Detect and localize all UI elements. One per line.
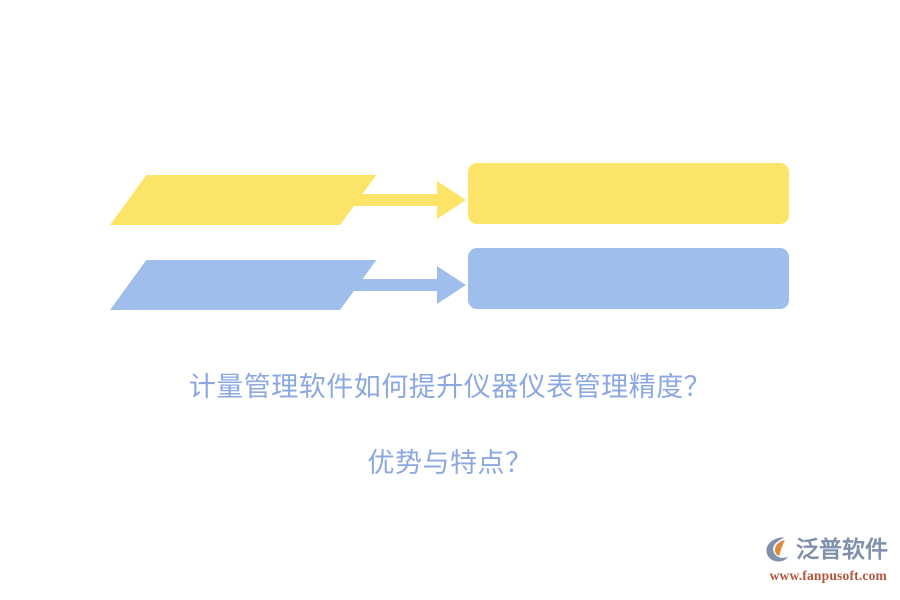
brand-logo-name: 泛普软件	[796, 535, 888, 562]
arrow-yellow	[333, 175, 466, 225]
fanpu-logo-icon	[762, 534, 792, 564]
arrow-blue	[333, 260, 466, 310]
diagram-row-blue	[0, 248, 900, 310]
process-diagram	[0, 163, 900, 310]
slide-title: 计量管理软件如何提升仪器仪表管理精度？ 优势与特点？	[0, 330, 900, 520]
parallelogram-yellow	[110, 175, 377, 225]
endbox-blue[interactable]	[468, 248, 789, 309]
slide-title-line-2: 优势与特点？	[367, 448, 533, 478]
brand-logo-url: www.fanpusoft.com	[769, 568, 887, 583]
brand-logo-top: 泛普软件	[748, 532, 888, 566]
endbox-yellow[interactable]	[468, 163, 789, 224]
diagram-row-yellow	[0, 163, 900, 225]
parallelogram-blue	[110, 260, 377, 310]
brand-logo: 泛普软件 www.fanpusoft.com	[748, 532, 888, 586]
slide-title-line-1: 计量管理软件如何提升仪器仪表管理精度？	[188, 372, 712, 402]
